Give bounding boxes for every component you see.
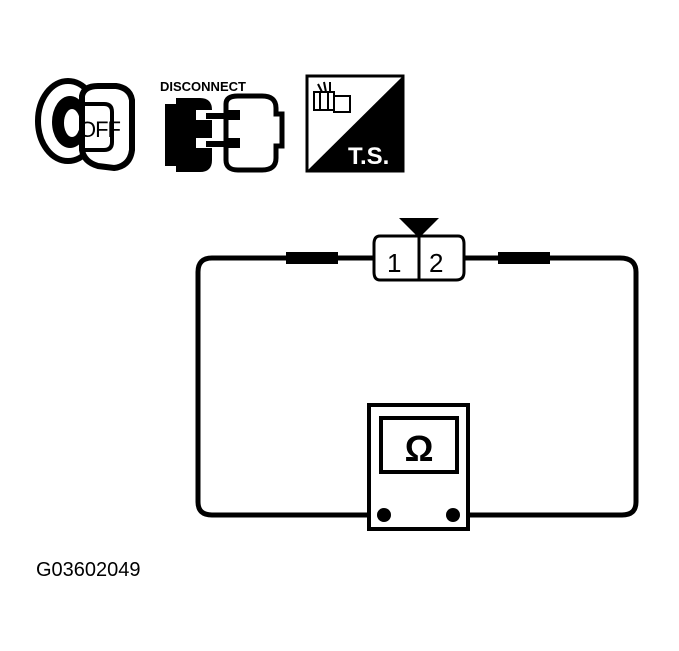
ohm-symbol: Ω xyxy=(405,428,434,469)
probe-terminal-right xyxy=(446,508,460,522)
disconnect-label: DISCONNECT xyxy=(160,79,246,94)
connector: 1 2 xyxy=(372,218,466,282)
connector-lock-tab xyxy=(399,218,439,238)
ohmmeter-icon: Ω xyxy=(367,403,470,531)
terminal-set-icon: T.S. xyxy=(305,74,405,173)
connector-pin-1: 1 xyxy=(387,248,401,278)
connector-disconnect-icon: DISCONNECT xyxy=(160,79,285,173)
off-label: OFF xyxy=(79,117,121,142)
ignition-off-icon: OFF xyxy=(35,78,135,172)
wire-loop xyxy=(195,255,639,518)
ts-label: T.S. xyxy=(348,143,389,170)
wire-sleeve-right xyxy=(498,252,550,264)
probe-terminal-left xyxy=(377,508,391,522)
connector-pin-2: 2 xyxy=(429,248,443,278)
wire-sleeve-left xyxy=(286,252,338,264)
figure-code: G03602049 xyxy=(36,559,141,581)
